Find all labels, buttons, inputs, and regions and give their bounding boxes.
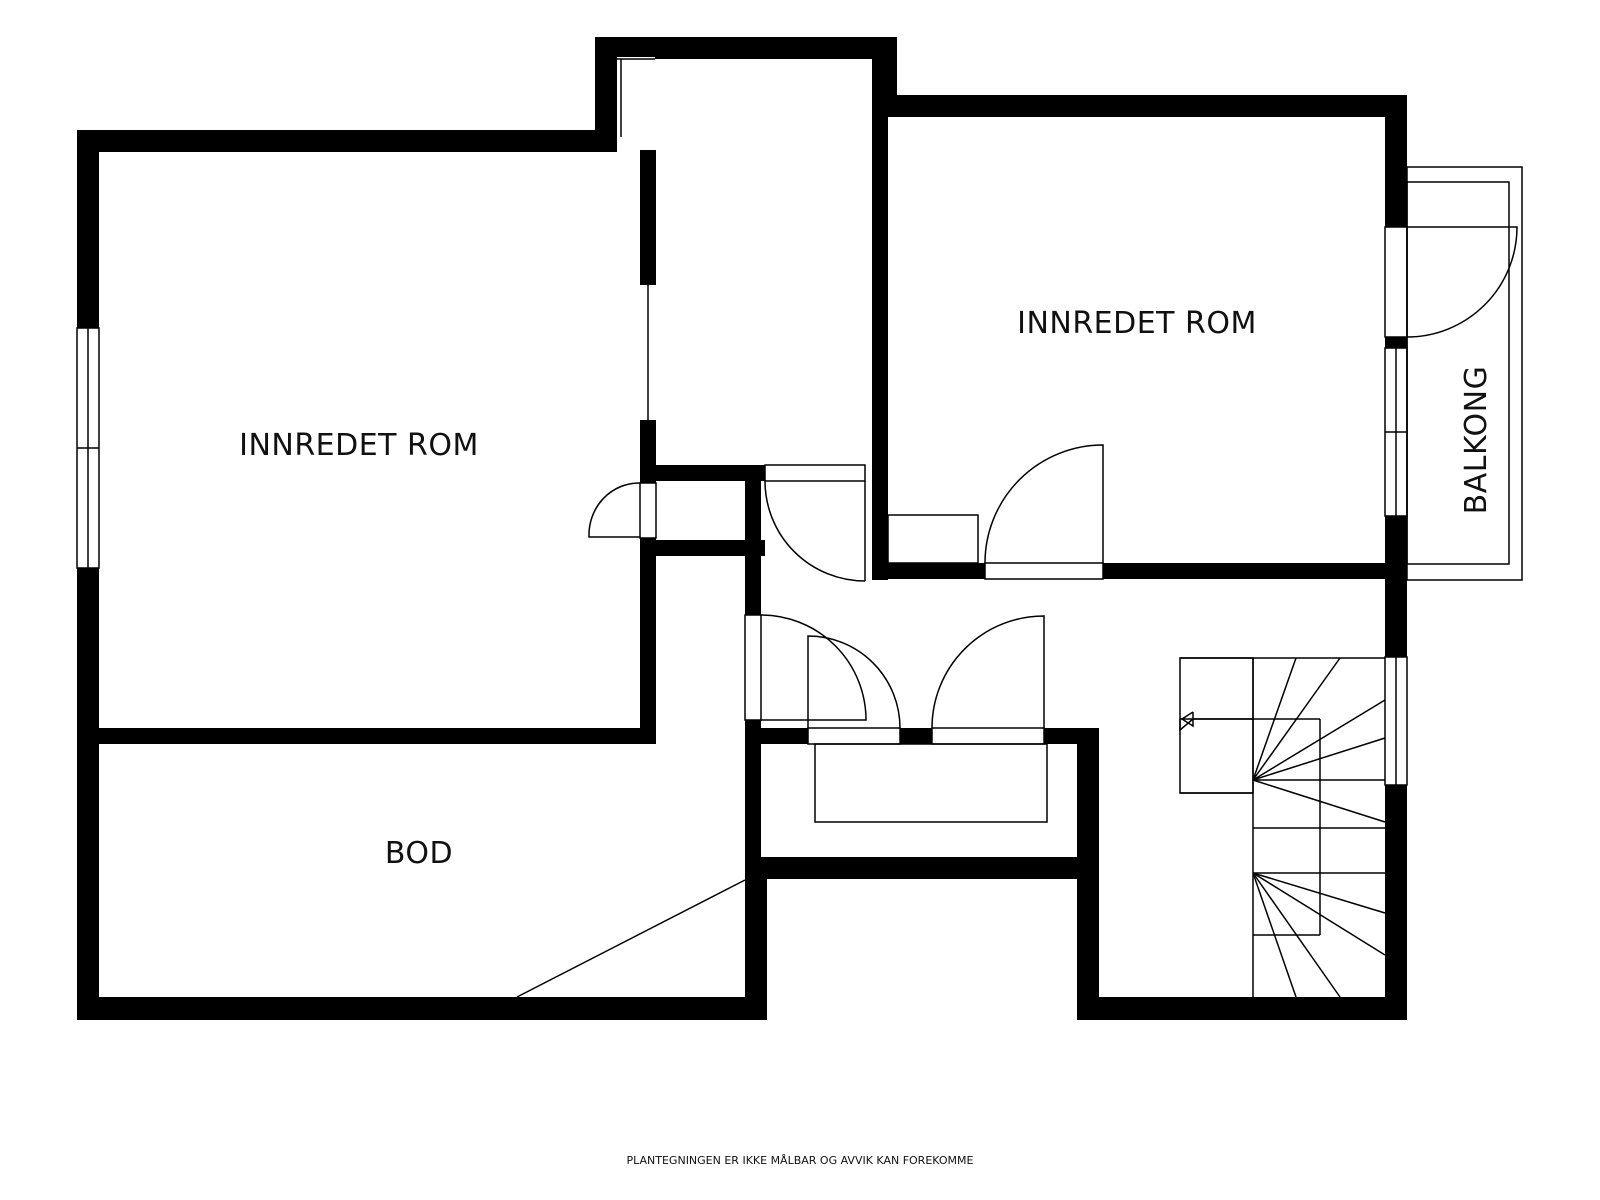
storage-slope-line [516,879,746,998]
bath-door-right-frame [931,727,1045,745]
wall-corridor-left-lower [745,720,761,880]
wall-bottom-right [1077,997,1407,1020]
wall-middle-bottom-top [745,857,1099,879]
wall-top-right [875,95,1407,117]
wall-corridor-left-upper [745,465,761,615]
room-label-storage: BOD [385,836,453,871]
wall-top-middle [595,37,897,59]
balcony-door-frame [1384,226,1408,338]
wall-left-outer [77,130,99,1020]
corridor-door-swing [760,614,867,721]
wall-corridor-top [640,465,765,481]
room-label-balcony: BALKONG [1459,366,1494,515]
window-notch [617,57,655,137]
wall-bottom-left [77,997,767,1020]
corridor-door-frame [744,614,762,721]
balcony-inner [1406,181,1510,565]
closet-door-frame [639,482,657,539]
closet-door-swing [588,482,641,538]
wall-middle-bottom-left [745,857,767,1020]
bath-door-right-swing [931,615,1045,729]
wall-right-room-left [872,115,888,580]
middle-door-swing [764,480,866,582]
middle-door-frame [764,464,866,482]
wall-left-room-bottom [99,728,656,744]
wall-left-room-right-upper [640,150,656,285]
room-label-left: INNREDET ROM [239,428,479,463]
right-room-door-swing [984,444,1104,564]
right-room-door-frame [984,562,1104,580]
room-label-right: INNREDET ROM [1017,306,1257,341]
disclaimer-text: PLANTEGNINGEN ER IKKE MÅLBAR OG AVVIK KA… [627,1154,974,1167]
wall-bath-right [1077,728,1099,878]
balcony-door-swing [1406,226,1518,338]
wall-bottom-step [1077,877,1099,1020]
openings [76,57,1518,786]
wall-right-room-bottom [872,563,1407,579]
wall-left-room-right-lower [640,538,656,743]
balcony [1406,166,1523,581]
right-room-desk [887,514,979,564]
wall-bath-top [745,728,1099,744]
staircase [1179,657,1386,998]
wall-top-left [77,130,597,152]
bath-door-left-frame [807,727,901,745]
wall-closet-bottom [640,540,765,556]
wall-notch-left [595,37,617,152]
bath-counter [814,743,1048,823]
walls [77,37,1407,1020]
bath-door-left-swing [807,635,901,729]
